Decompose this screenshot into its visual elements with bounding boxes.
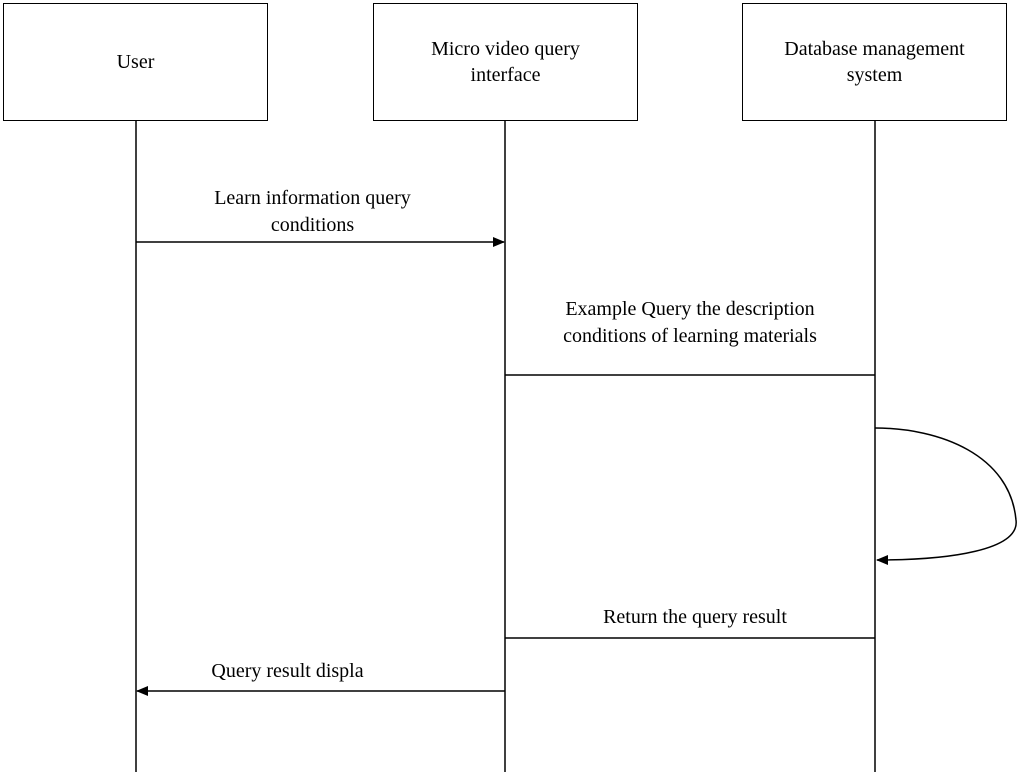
message-label-description-conditions: Example Query the description conditions… — [563, 298, 817, 347]
message-label-result-display: Query result displa — [211, 660, 364, 682]
actor-query-interface-label: Micro video query interface — [431, 38, 580, 86]
actor-user-label: User — [116, 51, 155, 73]
message-label-return-result: Return the query result — [603, 606, 787, 628]
message-label-query-conditions: Learn information query conditions — [214, 187, 411, 236]
actor-user: User — [3, 3, 268, 121]
actor-database: Database management system — [742, 3, 1007, 121]
actor-query-interface: Micro video query interface — [373, 3, 638, 121]
actor-database-label: Database management system — [784, 38, 965, 86]
self-call-arrow — [874, 427, 1017, 565]
